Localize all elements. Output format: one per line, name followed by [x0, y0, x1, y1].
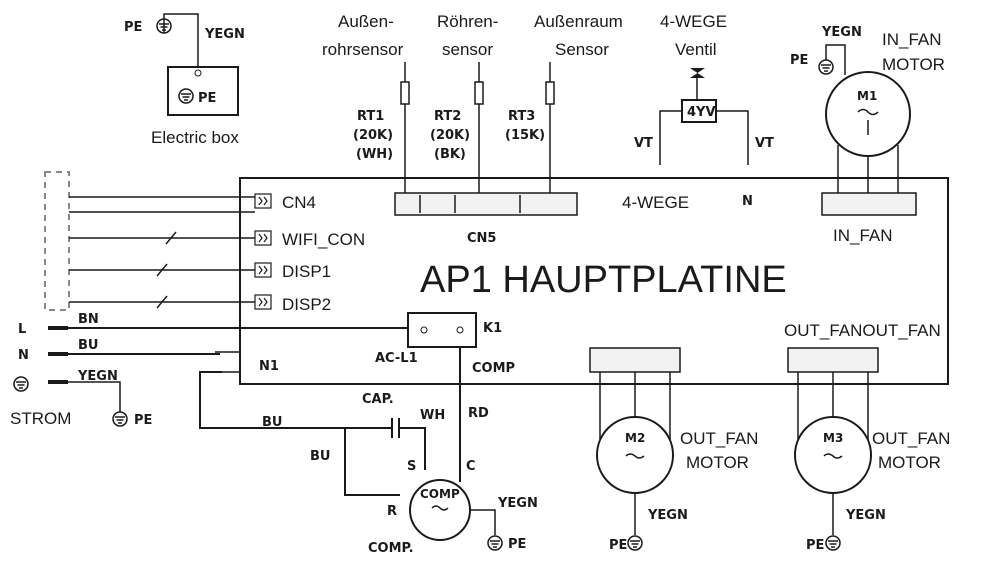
- svg-text:BU: BU: [310, 449, 330, 464]
- sensor-rt1: Außen- rohrsensor RT1 (20K) (WH): [322, 12, 410, 195]
- svg-text:YEGN: YEGN: [497, 496, 538, 511]
- svg-text:Ventil: Ventil: [675, 40, 717, 59]
- svg-text:(20K): (20K): [430, 128, 470, 143]
- in-fan-connector: [821, 192, 917, 216]
- svg-text:OUT_FAN: OUT_FAN: [872, 429, 950, 448]
- svg-text:RT2: RT2: [434, 109, 461, 124]
- svg-text:PE: PE: [124, 20, 142, 35]
- svg-text:CN4: CN4: [282, 193, 316, 212]
- svg-text:S: S: [407, 459, 416, 474]
- svg-text:Sensor: Sensor: [555, 40, 609, 59]
- svg-text:K1: K1: [483, 321, 502, 336]
- svg-text:WH: WH: [420, 408, 445, 423]
- svg-text:BU: BU: [262, 415, 282, 430]
- svg-text:PE: PE: [790, 53, 808, 68]
- svg-text:Außen-: Außen-: [338, 12, 394, 31]
- svg-text:VT: VT: [634, 136, 653, 151]
- disp2-connector: DISP2: [69, 294, 331, 314]
- svg-text:L: L: [18, 322, 26, 337]
- svg-text:AC-L1: AC-L1: [375, 351, 418, 366]
- svg-text:Außenraum: Außenraum: [534, 12, 623, 31]
- svg-text:OUT_FAN: OUT_FAN: [680, 429, 758, 448]
- board-title: AP1 HAUPTPLATINE: [420, 259, 787, 301]
- svg-text:BU: BU: [78, 338, 98, 353]
- svg-text:(20K): (20K): [353, 128, 393, 143]
- svg-text:YEGN: YEGN: [821, 25, 862, 40]
- svg-text:CAP.: CAP.: [362, 392, 394, 407]
- svg-text:4YV: 4YV: [687, 105, 716, 120]
- svg-text:RT3: RT3: [508, 109, 535, 124]
- svg-text:COMP: COMP: [472, 361, 515, 376]
- svg-text:MOTOR: MOTOR: [882, 55, 945, 74]
- strom-label: STROM: [10, 409, 71, 428]
- electric-box-label: Electric box: [151, 128, 239, 147]
- svg-text:(WH): (WH): [356, 147, 393, 162]
- svg-text:PE: PE: [508, 537, 526, 552]
- svg-text:4-WEGE: 4-WEGE: [660, 12, 727, 31]
- n1-terminal: N1: [199, 351, 350, 429]
- svg-text:M2: M2: [625, 431, 645, 445]
- cn4-connector: CN4: [69, 193, 316, 213]
- svg-text:YEGN: YEGN: [77, 369, 118, 384]
- svg-text:MOTOR: MOTOR: [878, 453, 941, 472]
- out-fan-pair-label: OUT_FANOUT_FAN: [784, 321, 941, 340]
- svg-text:YEGN: YEGN: [845, 508, 886, 523]
- svg-text:YEGN: YEGN: [204, 27, 245, 42]
- power-supply: L BN N BU YEGN PE STROM: [10, 312, 410, 428]
- svg-text:PE: PE: [134, 413, 152, 428]
- svg-text:M3: M3: [823, 431, 843, 445]
- compressor: CAP. WH BU BU COMP S C R YEGN PE COMP.: [262, 392, 538, 556]
- svg-text:N1: N1: [259, 359, 279, 374]
- svg-text:BN: BN: [78, 312, 99, 327]
- svg-text:(BK): (BK): [434, 147, 466, 162]
- svg-text:rohrsensor: rohrsensor: [322, 40, 404, 59]
- wifi-connector: WIFI_CON: [69, 230, 365, 249]
- svg-text:PE: PE: [806, 538, 824, 553]
- svg-text:DISP1: DISP1: [282, 262, 331, 281]
- svg-text:PE: PE: [609, 538, 627, 553]
- in-fan-motor: YEGN PE M1 IN_FAN MOTOR: [790, 25, 945, 195]
- svg-text:COMP.: COMP.: [368, 541, 414, 556]
- four-way-connector-label: 4-WEGE: [622, 193, 689, 212]
- svg-text:COMP: COMP: [420, 487, 460, 501]
- electric-box: PE YEGN PE Electric box: [124, 13, 245, 147]
- k1-relay: K1 AC-L1 COMP RD: [375, 312, 515, 460]
- out-fan-motor-m2: M2 PE YEGN OUT_FAN MOTOR: [596, 372, 758, 553]
- svg-text:Röhren-: Röhren-: [437, 12, 498, 31]
- svg-text:R: R: [387, 504, 397, 519]
- remote-block: [44, 171, 70, 311]
- disp1-connector: DISP1: [69, 262, 331, 281]
- svg-text:RD: RD: [468, 406, 489, 421]
- svg-text:N: N: [18, 348, 29, 363]
- svg-text:MOTOR: MOTOR: [686, 453, 749, 472]
- out-fan-connector-2: [787, 347, 879, 373]
- svg-text:VT: VT: [755, 136, 774, 151]
- four-way-valve: 4-WEGE Ventil 4YV VT VT N: [634, 12, 774, 209]
- svg-text:PE: PE: [198, 91, 216, 106]
- svg-text:C: C: [466, 459, 476, 474]
- out-fan-connector-1: [589, 347, 681, 373]
- cn5-connector: [394, 192, 578, 216]
- svg-text:IN_FAN: IN_FAN: [882, 30, 942, 49]
- sensor-rt3: Außenraum Sensor RT3 (15K): [505, 12, 623, 195]
- sensor-rt2: Röhren- sensor RT2 (20K) (BK): [430, 12, 498, 195]
- svg-text:RT1: RT1: [357, 109, 384, 124]
- svg-text:YEGN: YEGN: [647, 508, 688, 523]
- svg-text:N: N: [742, 194, 753, 209]
- svg-text:M1: M1: [857, 89, 877, 103]
- svg-text:WIFI_CON: WIFI_CON: [282, 230, 365, 249]
- svg-text:DISP2: DISP2: [282, 295, 331, 314]
- out-fan-motor-m3: M3 PE YEGN OUT_FAN MOTOR: [794, 372, 950, 553]
- svg-text:sensor: sensor: [442, 40, 493, 59]
- svg-text:(15K): (15K): [505, 128, 545, 143]
- cn5-label: CN5: [467, 231, 496, 246]
- in-fan-label: IN_FAN: [833, 226, 893, 245]
